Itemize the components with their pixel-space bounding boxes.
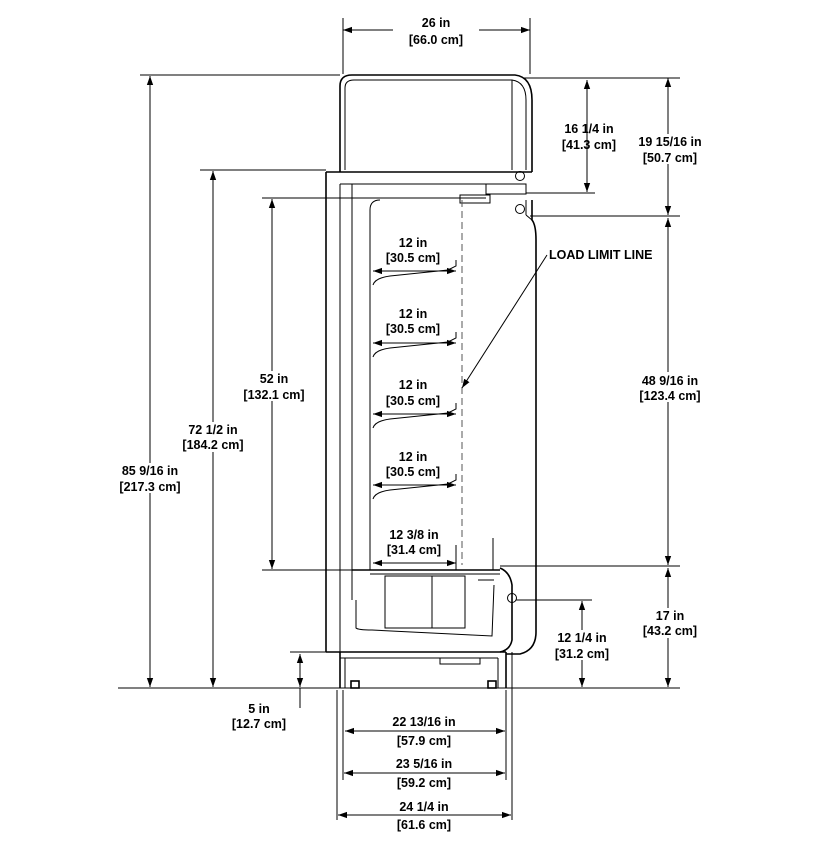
- overall-height-label: 85 9/16 in: [122, 464, 178, 478]
- refrigeration-unit: [355, 575, 495, 637]
- shelf-1-label: 12 in: [399, 236, 428, 250]
- shelf-2-metric: [30.5 cm]: [386, 322, 440, 336]
- bumper-height-metric: [31.2 cm]: [555, 647, 609, 661]
- leg-foot: [350, 680, 360, 689]
- light-fixture-icon: [515, 171, 525, 181]
- deck-depth-label: 12 3/8 in: [389, 528, 438, 542]
- shelf-3-metric: [30.5 cm]: [386, 394, 440, 408]
- base-depth-2-label: 23 5/16 in: [396, 757, 452, 771]
- base-depth-1-metric: [57.9 cm]: [397, 734, 451, 748]
- light-fixture-icon: [515, 204, 525, 214]
- canopy-total-metric: [50.7 cm]: [643, 151, 697, 165]
- interior-height-label: 72 1/2 in: [188, 423, 237, 437]
- base-height-label: 17 in: [656, 609, 685, 623]
- bumper-height-label: 12 1/4 in: [557, 631, 606, 645]
- top-width-metric: [66.0 cm]: [409, 33, 463, 47]
- canopy-total-label: 19 15/16 in: [638, 135, 701, 149]
- shelf-1-metric: [30.5 cm]: [386, 251, 440, 265]
- overall-height-metric: [217.3 cm]: [119, 480, 180, 494]
- leg-foot: [487, 680, 497, 689]
- front-opening-label: 48 9/16 in: [642, 374, 698, 388]
- leg-height-metric: [12.7 cm]: [232, 717, 286, 731]
- base-depth-3-metric: [61.6 cm]: [397, 818, 451, 832]
- base-depth-3-label: 24 1/4 in: [399, 800, 448, 814]
- dimension-labels: 26 in [66.0 cm] 16 1/4 in [41.3 cm] 19 1…: [112, 14, 706, 832]
- shelf-4-label: 12 in: [399, 450, 428, 464]
- load-limit-leader: [461, 254, 548, 389]
- base-height-metric: [43.2 cm]: [643, 624, 697, 638]
- leg-height-label: 5 in: [248, 702, 270, 716]
- deck-depth-metric: [31.4 cm]: [387, 543, 441, 557]
- base-depth-1-label: 22 13/16 in: [392, 715, 455, 729]
- load-limit-label: LOAD LIMIT LINE: [549, 248, 652, 262]
- interior-height-metric: [184.2 cm]: [182, 438, 243, 452]
- shelf-3-label: 12 in: [399, 378, 428, 392]
- bumper-icon: [507, 593, 517, 603]
- canopy-height-metric: [41.3 cm]: [562, 138, 616, 152]
- top-width-label: 26 in: [422, 16, 451, 30]
- display-height-label: 52 in: [260, 372, 289, 386]
- base-depth-2-metric: [59.2 cm]: [397, 776, 451, 790]
- shelf-2-label: 12 in: [399, 307, 428, 321]
- front-opening-metric: [123.4 cm]: [639, 389, 700, 403]
- canopy-height-label: 16 1/4 in: [564, 122, 613, 136]
- display-height-metric: [132.1 cm]: [243, 388, 304, 402]
- shelf-4-metric: [30.5 cm]: [386, 465, 440, 479]
